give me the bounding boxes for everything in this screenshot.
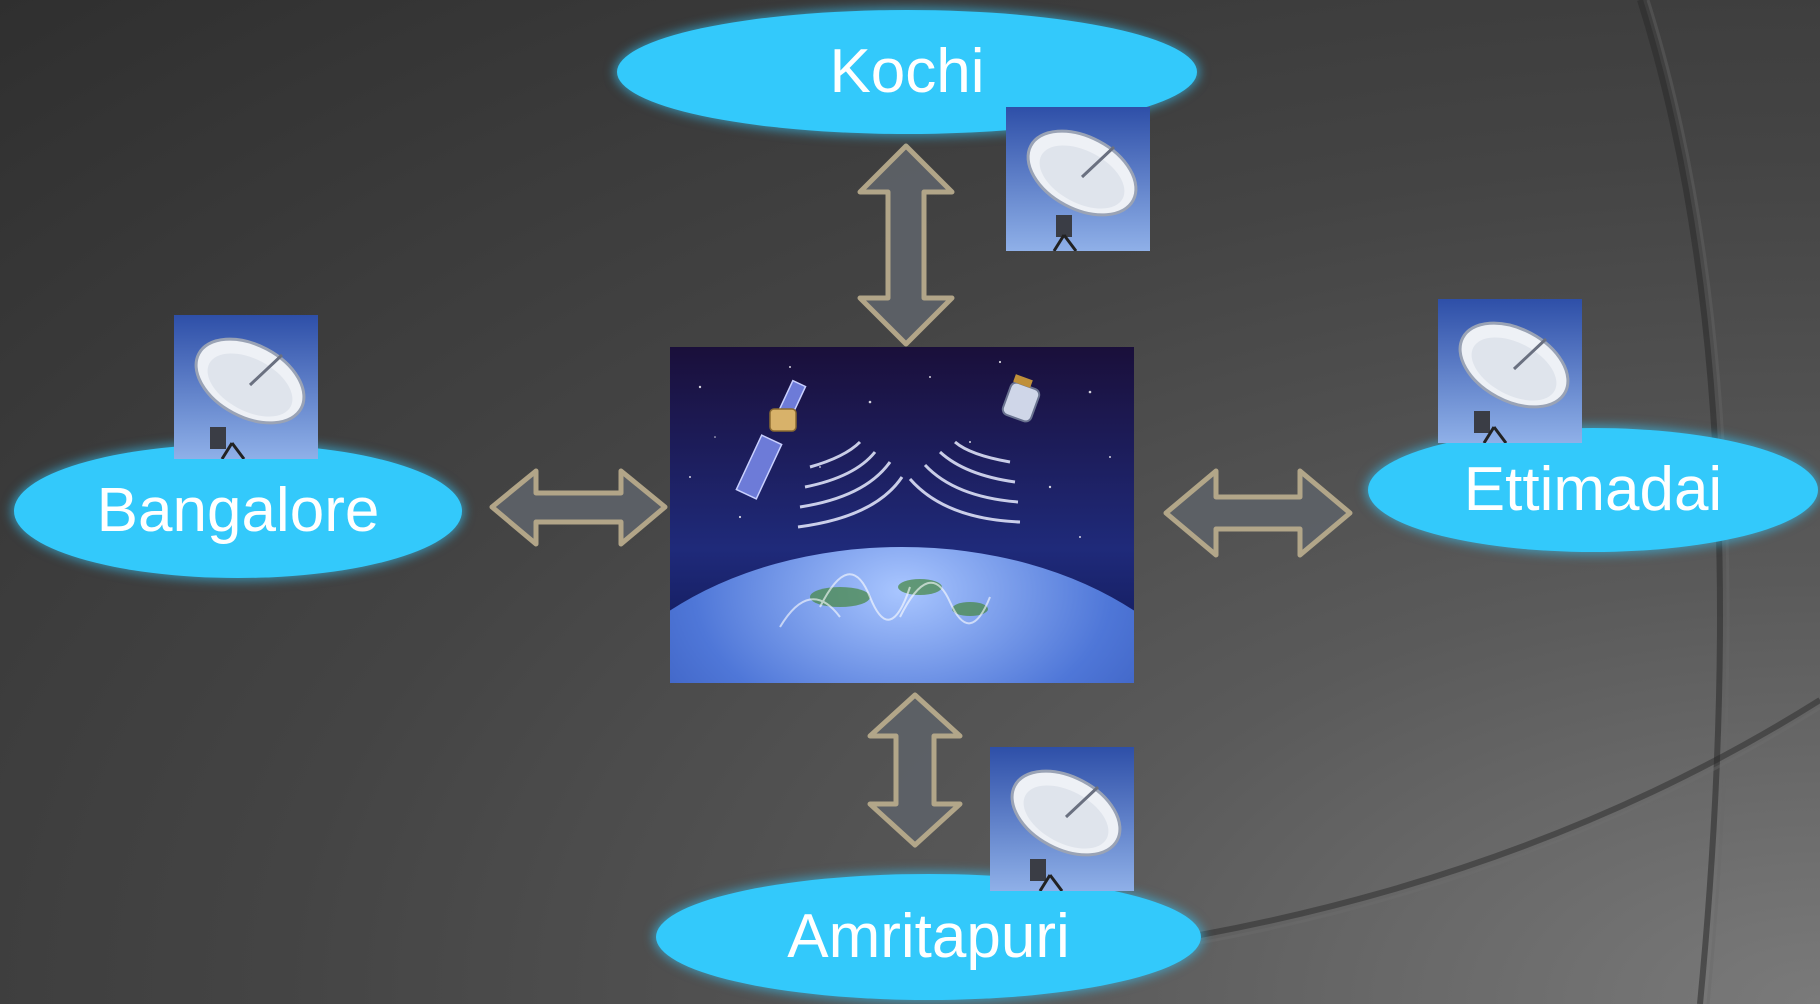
link-arrow-right: [1163, 468, 1353, 558]
link-arrow-bottom: [867, 692, 963, 848]
node-label: Amritapuri: [787, 902, 1070, 971]
satellite-dish-icon: [1006, 107, 1150, 251]
satellite-dish-icon: [174, 315, 318, 459]
node-label: Kochi: [829, 37, 985, 106]
node-bangalore: Bangalore: [14, 444, 462, 578]
satellite-dish-icon: [990, 747, 1134, 891]
link-arrow-top: [857, 143, 955, 347]
satellite-dish-icon: [1438, 299, 1582, 443]
node-amritapuri: Amritapuri: [656, 874, 1201, 1000]
satellite-earth-communication-image: [670, 347, 1134, 683]
node-label: Bangalore: [96, 476, 380, 545]
link-arrow-left: [489, 468, 668, 547]
node-label: Ettimadai: [1463, 455, 1723, 524]
node-ettimadai: Ettimadai: [1368, 428, 1818, 552]
